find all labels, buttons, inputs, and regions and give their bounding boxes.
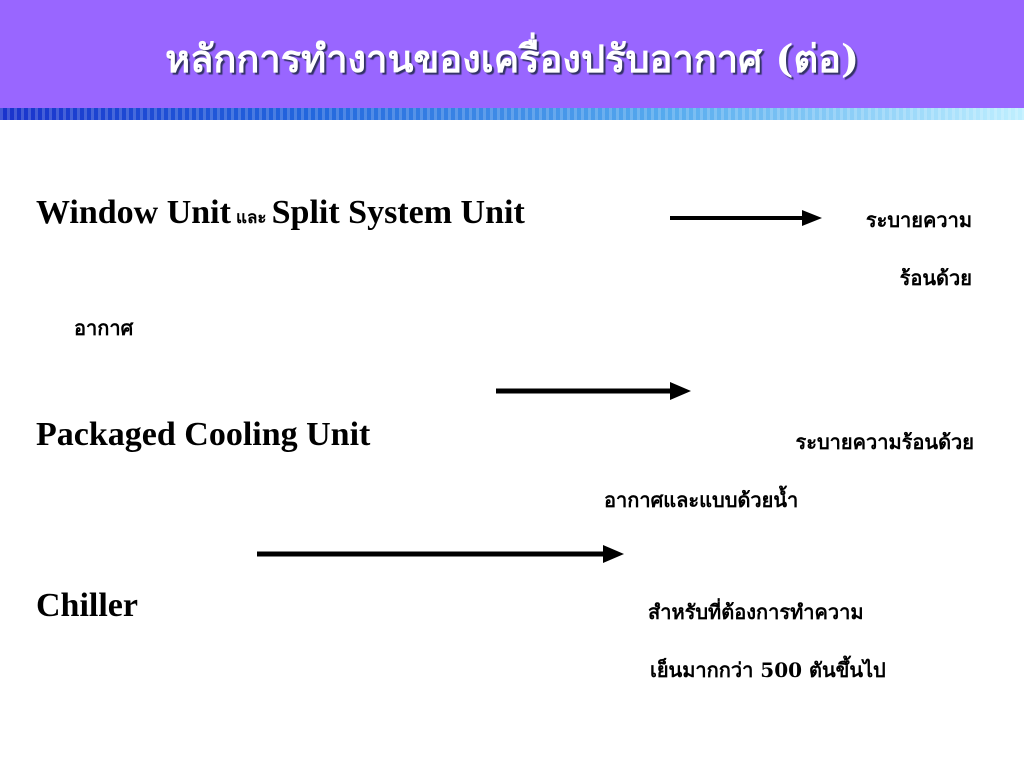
item-1-connector: และ xyxy=(236,208,267,228)
right-arrow-icon xyxy=(257,545,624,563)
item-3-desc-line2: เย็นมากกว่า 500 ตันขึ้นไป xyxy=(650,658,886,682)
item-2-name: Packaged Cooling Unit xyxy=(36,416,371,453)
right-arrow-icon xyxy=(496,382,691,400)
item-1-desc-line1: ระบายความ xyxy=(865,208,972,232)
item-2-desc-line2: อากาศและแบบด้วยน้ำ xyxy=(604,488,799,512)
item-1-desc-line3: อากาศ xyxy=(74,316,134,340)
item-3-name: Chiller xyxy=(36,587,138,624)
item-1-name-part1: Window Unit xyxy=(36,194,231,231)
right-arrow-icon xyxy=(670,210,822,226)
item-window-split: Window Unit และ Split System Unit xyxy=(36,194,525,232)
slide-title: หลักการทำงานของเครื่องปรับอากาศ (ต่อ) xyxy=(165,36,859,81)
item-1-desc-line2: ร้อนด้วย xyxy=(899,266,972,290)
title-banner xyxy=(0,0,1024,108)
gradient-stripe xyxy=(0,108,1024,120)
item-1-name-part2: Split System Unit xyxy=(271,194,525,231)
item-2-desc-line1: ระบายความร้อนด้วย xyxy=(795,430,974,454)
item-3-desc-line1: สำหรับที่ต้องการทำความ xyxy=(648,600,864,624)
